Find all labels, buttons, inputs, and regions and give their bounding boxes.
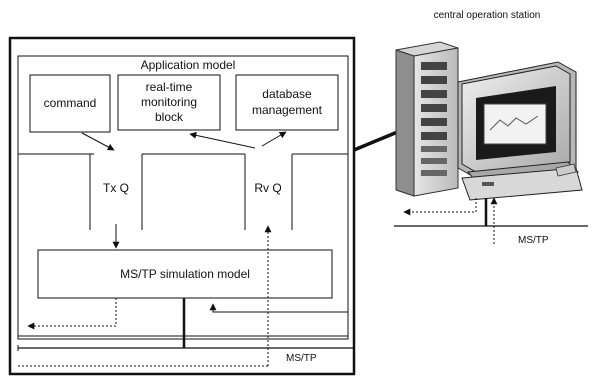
- rv-queue-label: Rv Q: [254, 181, 281, 195]
- database-label-line2: management: [252, 103, 323, 117]
- monitoring-label-line3: block: [155, 110, 184, 124]
- arrow-rvq-to-monitoring: [190, 134, 255, 148]
- station-tx-dotted: [404, 198, 476, 212]
- application-model-title: Application model: [141, 58, 236, 72]
- tx-queue-label: Tx Q: [103, 181, 129, 195]
- computer-monitor: [458, 62, 582, 200]
- monitor-screen-window: [484, 104, 546, 144]
- computer-tower: [396, 42, 458, 196]
- right-bus-label: MS/TP: [518, 235, 549, 246]
- central-station-title: central operation station: [434, 10, 541, 21]
- arrow-rvq-to-database: [262, 132, 286, 146]
- left-bus-label: MS/TP: [286, 353, 317, 364]
- rx-solid-path: [213, 304, 348, 312]
- database-label-line1: database: [262, 87, 312, 101]
- command-label: command: [44, 96, 97, 110]
- arrow-command-to-txq: [82, 133, 114, 150]
- simulation-model-label: MS/TP simulation model: [120, 267, 250, 281]
- monitoring-label-line1: real-time: [146, 80, 193, 94]
- monitoring-label-line2: monitoring: [141, 95, 197, 109]
- tx-dotted-path: [28, 298, 116, 326]
